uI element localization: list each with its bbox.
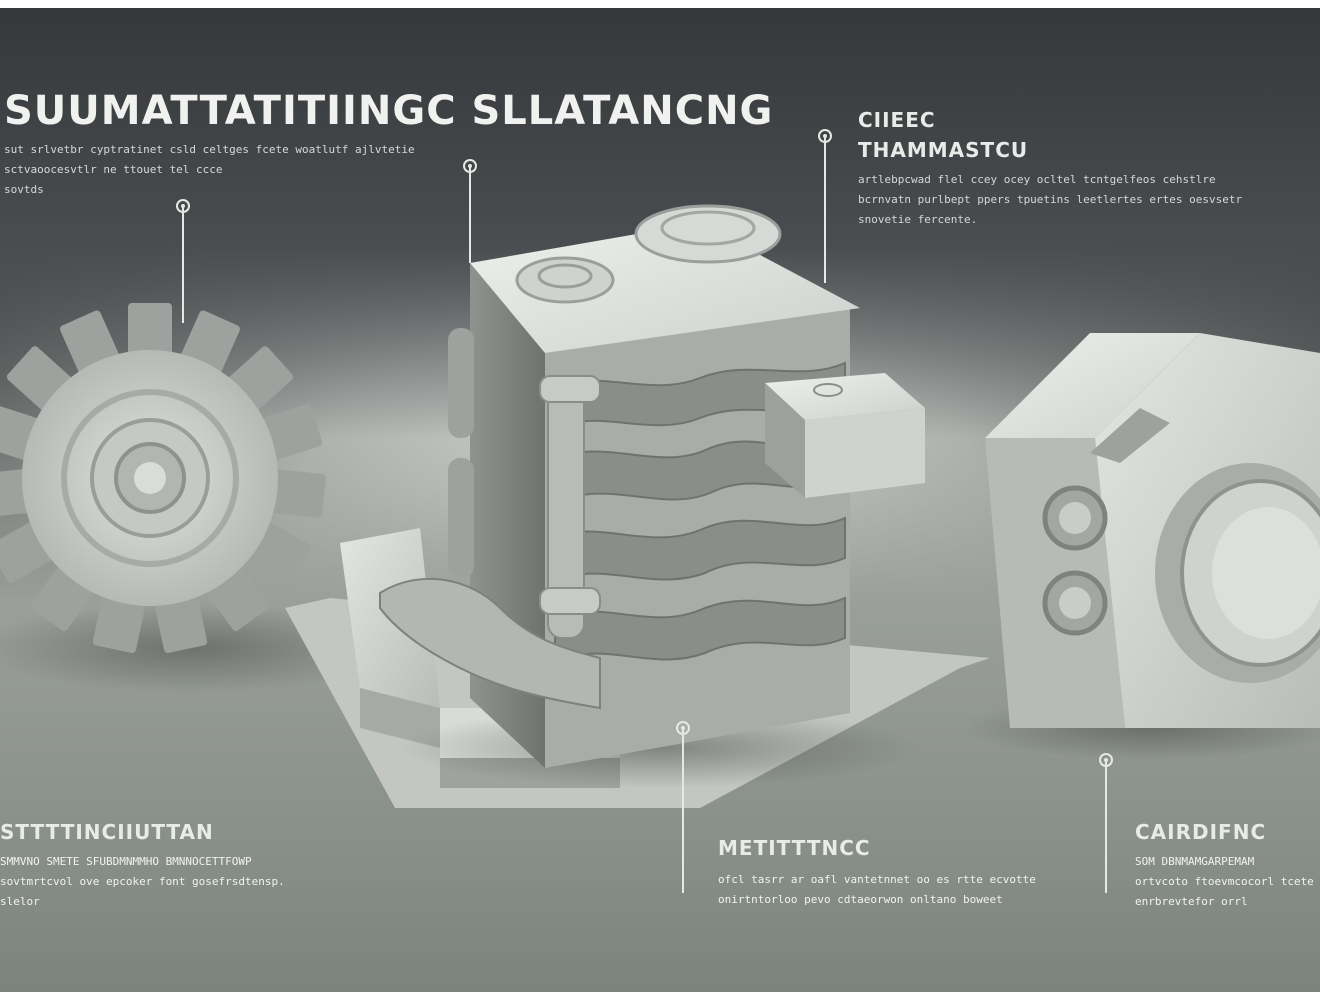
callout-line: onirtntorloo pevo cdtaeorwon onltano bow… <box>718 893 1003 906</box>
callout-text: ofcl tasrr ar oafl vantetnnet oo es rtte… <box>718 870 1036 910</box>
callout-bottom-right: CAIRDIFNC SOM DBNMAMGARPEMAM ortvcoto ft… <box>1135 820 1314 912</box>
infographic-canvas: SUUMATTATITIINGC SLLATANCNG sut srlvetbr… <box>0 8 1320 992</box>
callout-bottom-left: STTTTINCIIUTTAN SMMVNO SMETE SFUBDMNMMHO… <box>0 820 285 912</box>
callout-line: SMMVNO SMETE SFUBDMNMMHO BMNNOCETTFOWP <box>0 855 252 868</box>
callout-heading: CIIEEC <box>858 108 936 132</box>
gear-model <box>0 303 400 693</box>
callout-text: SOM DBNMAMGARPEMAM ortvcoto ftoevmcocorl… <box>1135 852 1314 912</box>
callout-line: slelor <box>0 895 40 908</box>
callout-line: enrbrevtefor orrl <box>1135 895 1248 908</box>
lens-large <box>1155 463 1320 683</box>
callout-heading: CAIRDIFNC <box>1135 820 1267 844</box>
callout-line: ofcl tasrr ar oafl vantetnnet oo es rtte… <box>718 873 1036 886</box>
callout-top-right: CIIEEC THAMMASTCU artlebpcwad flel ccey … <box>858 108 1242 230</box>
intro-text: sut srlvetbr cyptratinet csld celtges fc… <box>4 140 415 200</box>
leader-lines <box>182 136 1107 893</box>
intro-line: sovtds <box>4 183 44 196</box>
callout-heading: STTTTINCIIUTTAN <box>0 820 214 844</box>
machine-block <box>379 204 925 788</box>
scene-illustration <box>0 129 1320 893</box>
callout-text: SMMVNO SMETE SFUBDMNMMHO BMNNOCETTFOWP s… <box>0 852 285 912</box>
callout-line: artlebpcwad flel ccey ocey ocltel tcntge… <box>858 173 1216 186</box>
callout-line: sovtmrtcvol ove epcoker font gosefrsdten… <box>0 875 285 888</box>
callout-line: snovetie fercente. <box>858 213 978 226</box>
housing-model <box>960 333 1320 760</box>
page-title: SUUMATTATITIINGC SLLATANCNG <box>4 88 774 134</box>
callout-heading: METITTTNCC <box>718 836 871 860</box>
callout-line: bcrnvatn purlbept ppers tpuetins leetler… <box>858 193 1243 206</box>
callout-line: ortvcoto ftoevmcocorl tcete <box>1135 875 1314 888</box>
intro-line: sctvaoocesvtlr ne ttouet tel ccce <box>4 163 223 176</box>
leader-markers <box>176 129 1113 767</box>
intro-line: sut srlvetbr cyptratinet csld celtges fc… <box>4 143 415 156</box>
callout-text: artlebpcwad flel ccey ocey ocltel tcntge… <box>858 170 1242 230</box>
callout-bottom-center: METITTTNCC ofcl tasrr ar oafl vantetnnet… <box>718 836 1036 910</box>
callout-heading: THAMMASTCU <box>858 138 1029 162</box>
callout-line: SOM DBNMAMGARPEMAM <box>1135 855 1255 868</box>
